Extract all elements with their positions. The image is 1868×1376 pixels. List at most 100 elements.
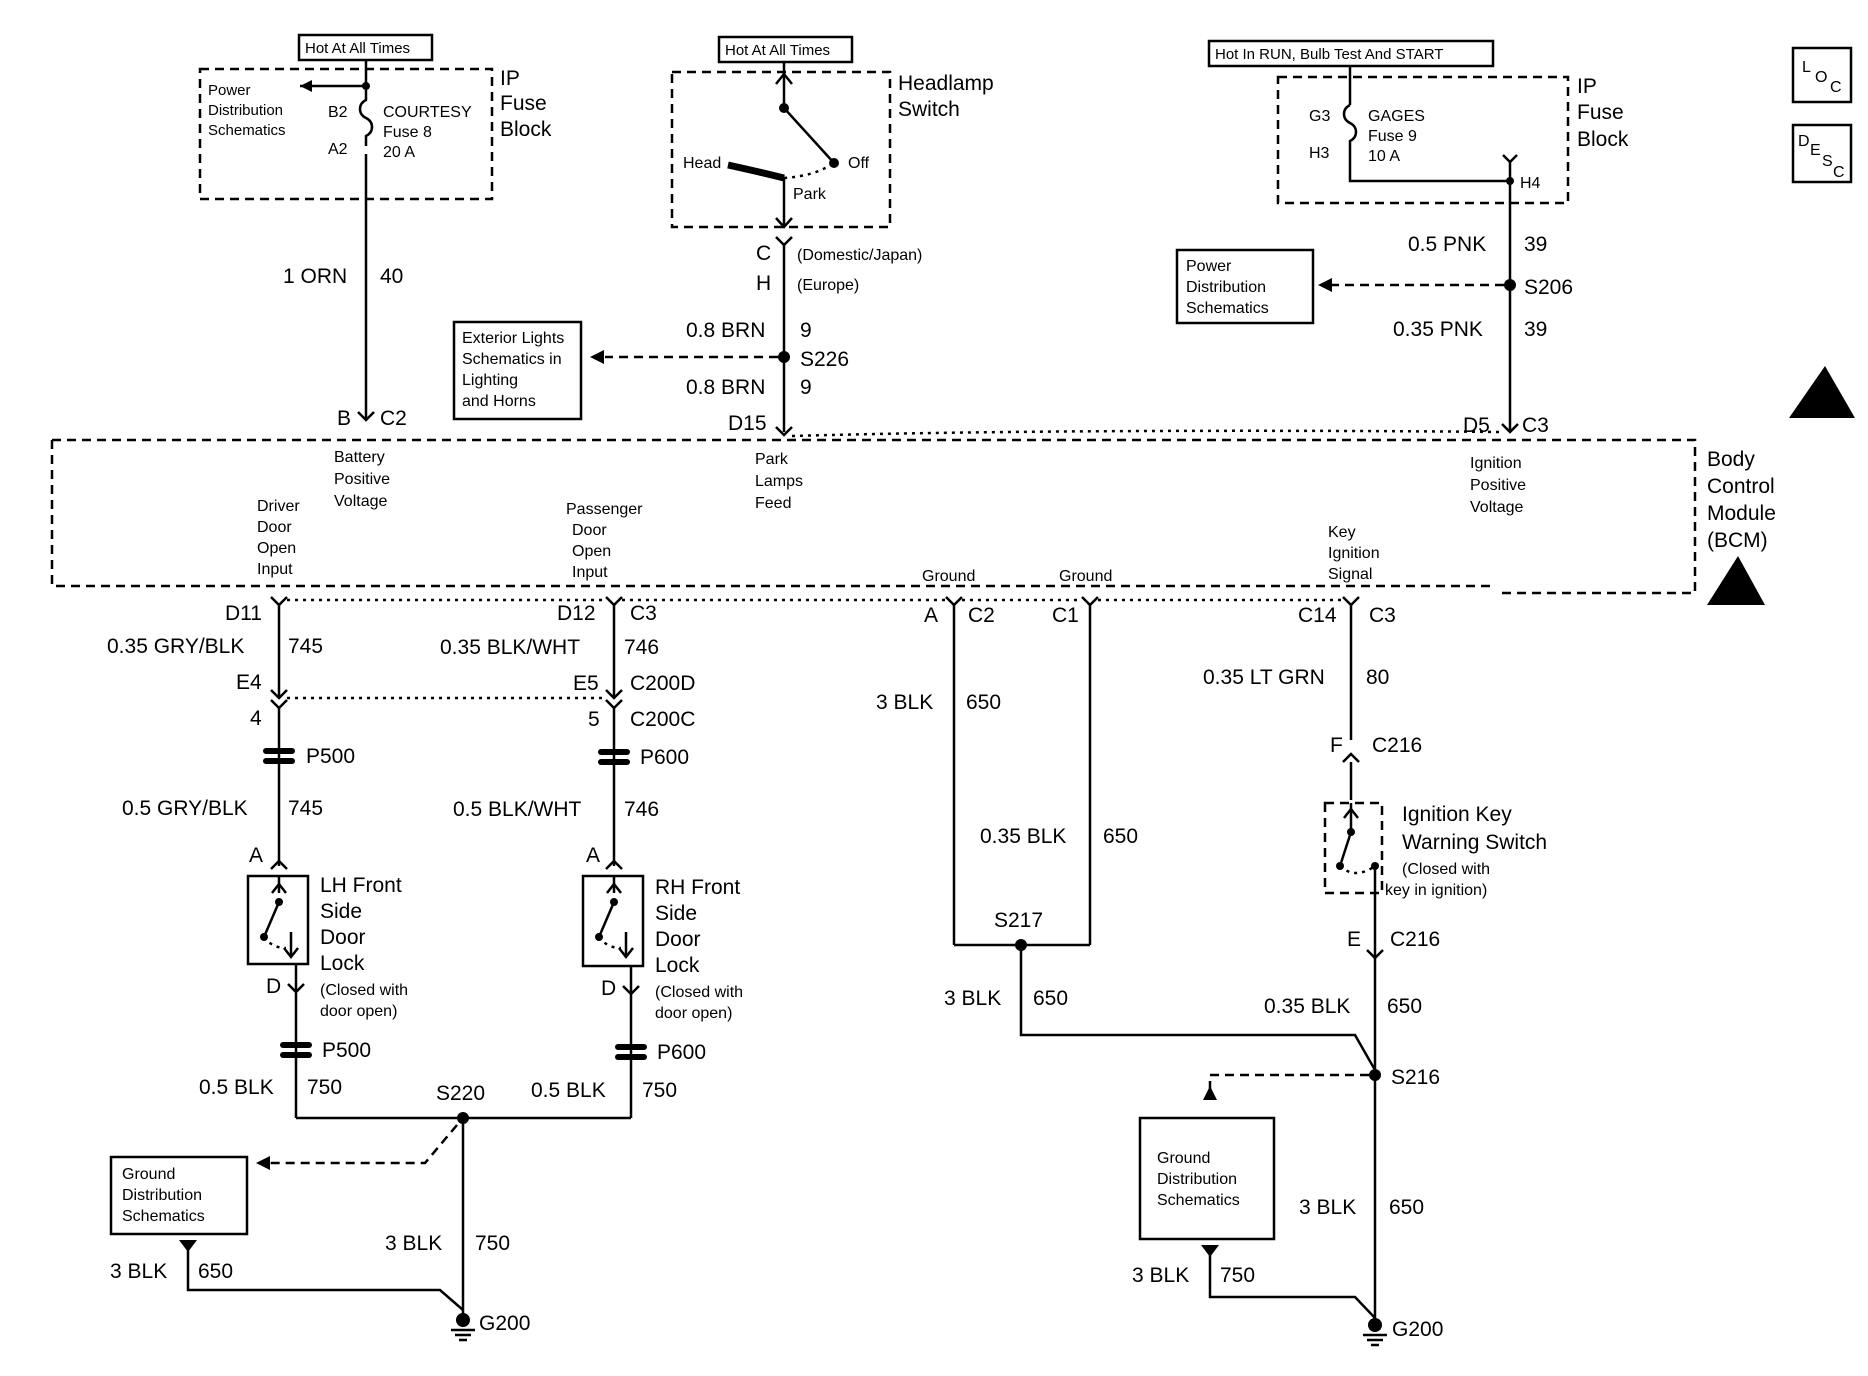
bcm-drv-2: Door [257,519,292,536]
bcm-pas-3: Open [572,543,611,560]
svg-text:D: D [1798,133,1810,150]
svg-text:S: S [1822,153,1833,170]
wire-blk-s216-circuit: 650 [1389,1196,1424,1219]
splice-s216-label: S216 [1391,1066,1440,1089]
ground-g200-left-dot [456,1313,470,1327]
power-dist-right-1: Power [1186,258,1232,275]
ip-fuse-block-right-title-3: Block [1577,128,1629,151]
bcm-conn-c3-top: C3 [1522,414,1549,437]
conn-p600: P600 [640,746,689,769]
rh-lock-note-1: (Closed with [655,984,743,1001]
bcm-conn-c3-left: C3 [630,602,657,625]
bcm-pas-4: Input [572,564,608,581]
switch-arrow-icon-2 [606,881,622,894]
ground-icon [451,1328,475,1342]
ip-fuse-block-right [1276,75,1570,205]
lh-lock-title-3: Door [320,926,366,949]
headlamp-conn-h: H [756,272,771,295]
wire-blk-right-gnd-circuit: 750 [1220,1264,1255,1287]
switch-pos-off: Off [848,155,870,172]
rh-lock-title-2: Side [655,902,697,925]
bcm-batt-2: Positive [334,471,390,488]
switch-head-arc [727,161,785,182]
conn-p600-lower: P600 [657,1041,706,1064]
bcm-park-3: Feed [755,495,791,512]
rh-lock-title-3: Door [655,928,701,951]
bcm-batt-1: Battery [334,449,385,466]
hot-label-courtesy: Hot At All Times [305,40,410,57]
conn-e4: E4 [236,671,262,694]
gages-fuse-number: Fuse 9 [1368,128,1417,145]
wire-blk-ground-a-label: 3 BLK [876,691,933,714]
bcm-key-2: Ignition [1328,545,1380,562]
conn-c216-lower: C216 [1390,928,1440,951]
ign-switch-title-1: Ignition Key [1402,803,1512,826]
ign-key-switch-box [1323,801,1384,895]
lh-lock-title-1: LH Front [320,874,402,897]
wire-blk-ign-label: 0.35 BLK [1264,995,1350,1018]
wire-blk-s217-circuit: 650 [1033,987,1068,1010]
bcm-title-4: (BCM) [1707,529,1768,552]
wire-blk-s220-label: 3 BLK [385,1232,442,1255]
headlamp-conn-c: C [756,242,771,265]
splice-s226-label: S226 [800,348,849,371]
conn-lh-d: D [266,975,281,998]
wire-gry-upper-circuit: 745 [288,635,323,658]
svg-text:C: C [1830,79,1842,96]
loc-icon[interactable] [1791,46,1853,104]
rh-lock-note-2: door open) [655,1005,732,1022]
splice-s226-dot [778,351,790,363]
switch-arrow-up-icon [775,71,793,85]
lh-lock-note-1: (Closed with [320,982,408,999]
courtesy-pin-a2: A2 [328,141,348,158]
desc-icon[interactable] [1791,123,1853,184]
esd-warning-icon-2 [1707,556,1765,605]
bcm-pin-d5: D5 [1463,414,1490,437]
headlamp-switch-box [670,70,892,229]
headlamp-switch-title-2: Switch [898,98,960,121]
fuse-icon-2 [1342,103,1510,183]
splice-s220-label: S220 [436,1082,485,1105]
bcm-drv-3: Open [257,540,296,557]
ground-g200-right-dot [1368,1318,1382,1332]
courtesy-fuse-name: COURTESY [383,104,472,121]
headlamp-conn-c-note: (Domestic/Japan) [797,247,922,264]
loc-icon-text: L [1802,59,1811,76]
exterior-ref-1: Exterior Lights [462,330,564,347]
wire-wht-lower-label: 0.5 BLK/WHT [453,798,582,821]
bcm-conn-c2-top: C2 [380,407,407,430]
conn-c216: C216 [1372,734,1422,757]
conn-p500: P500 [306,745,355,768]
power-dist-ref-box [1175,248,1315,325]
wire-blk-left-gnd-circuit: 650 [198,1260,233,1283]
bcm-drv-4: Input [257,561,293,578]
rh-lock-title-4: Lock [655,954,700,977]
bcm-pin-b: B [337,407,351,430]
conn-pin-5: 5 [588,708,600,731]
bcm-drv-1: Driver [257,498,300,515]
hot-at-all-times-label-box-2 [717,35,854,64]
wire-blk-rh-label: 0.5 BLK [531,1079,606,1102]
connector-chevron-icon [357,411,375,422]
svg-text:E: E [1810,142,1821,159]
wire-grn-circuit: 80 [1366,666,1389,689]
exterior-ref-3: Lighting [462,372,518,389]
conn-e: E [1347,928,1361,951]
lh-lock-title-4: Lock [320,952,365,975]
wire-pnk-upper-circuit: 39 [1524,233,1547,256]
wire-blk-s220-circuit: 750 [475,1232,510,1255]
bcm-ground-2: Ground [1059,568,1112,585]
bcm-pas-1: Passenger [566,501,643,518]
wire-gry-upper-label: 0.35 GRY/BLK [107,635,244,658]
wire-gry-lower-label: 0.5 GRY/BLK [122,797,248,820]
wire-blk-s217-label: 3 BLK [944,987,1001,1010]
wire-blk-ground-a-circuit: 650 [966,691,1001,714]
bcm-ign-1: Ignition [1470,455,1522,472]
wire-blk-left-gnd-label: 3 BLK [110,1260,167,1283]
ip-fuse-block-right-title-2: Fuse [1577,101,1624,124]
ground-dist-ref-right [1138,1116,1276,1241]
ground-ref-right-2: Distribution [1157,1171,1237,1188]
lh-lock-title-2: Side [320,900,362,923]
arrow-up-icon [1203,1086,1217,1100]
